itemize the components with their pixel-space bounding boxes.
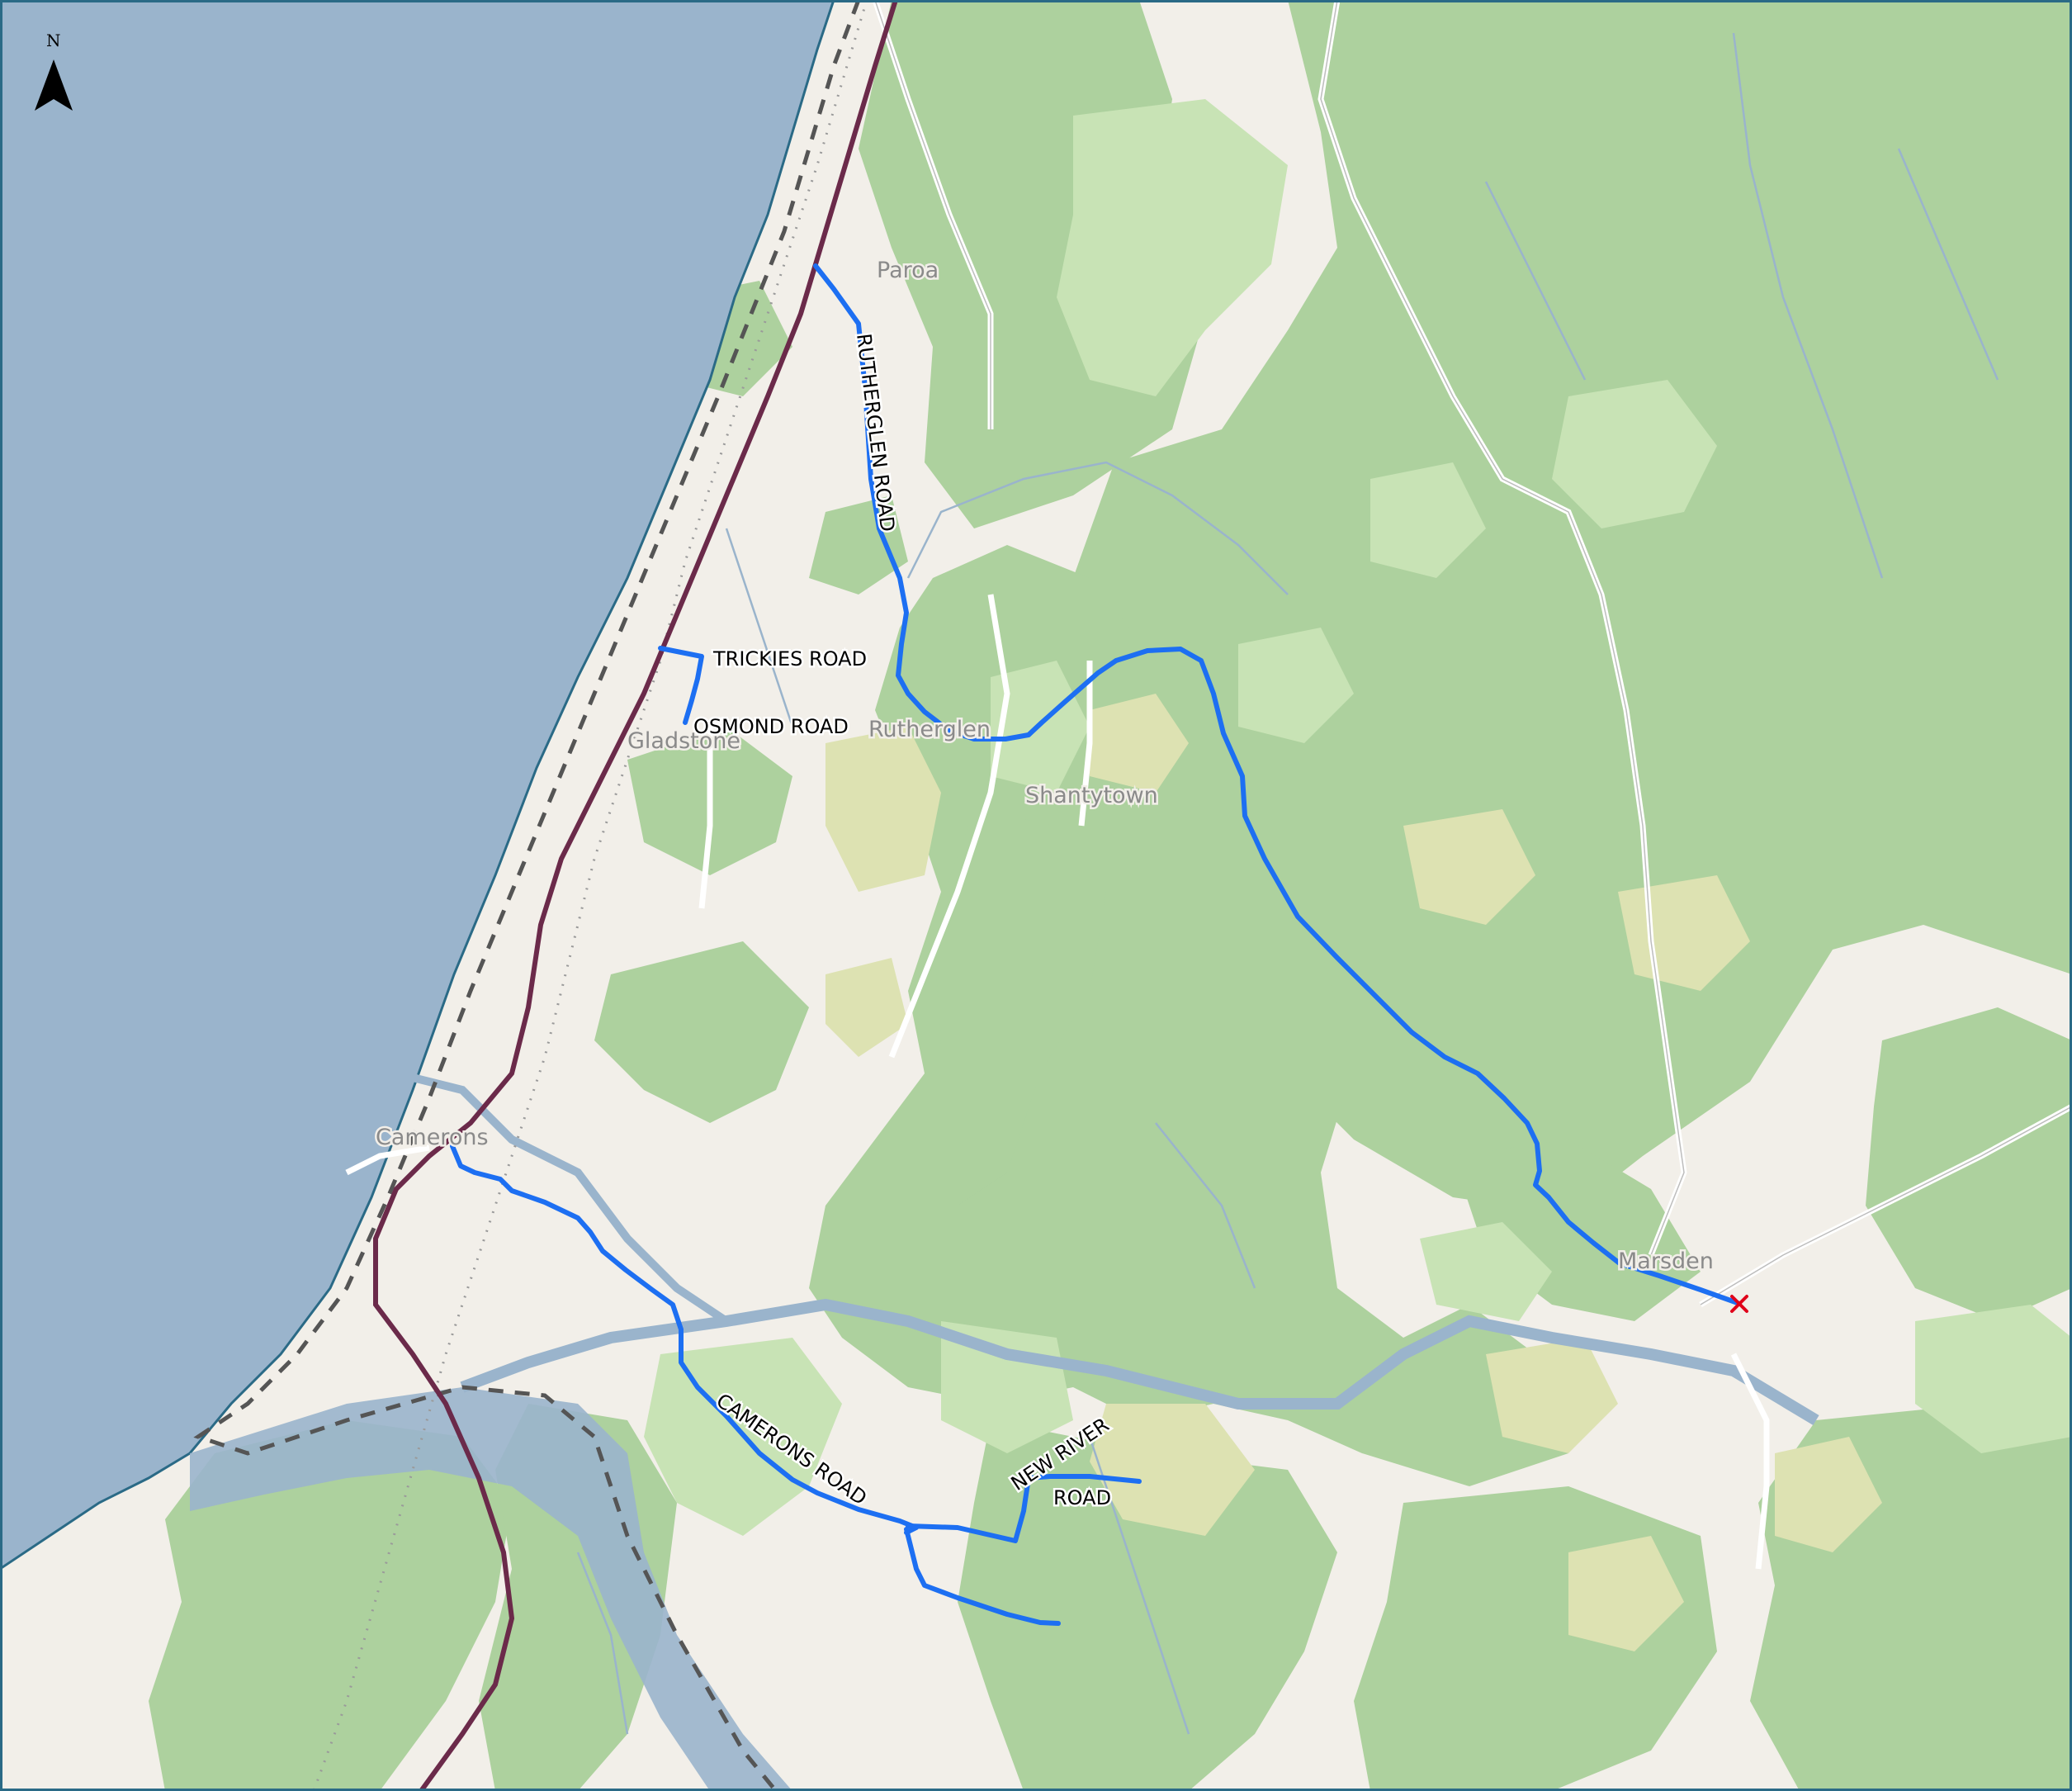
north-arrow-icon bbox=[35, 59, 73, 111]
road-label-new-river-2: ROAD bbox=[1053, 1486, 1111, 1509]
north-arrow: N bbox=[35, 31, 73, 111]
road-label-osmond: OSMOND ROAD bbox=[693, 715, 849, 738]
place-label-rutherglen: Rutherglen bbox=[868, 717, 991, 742]
river-estuary bbox=[190, 1387, 792, 1791]
north-label: N bbox=[46, 31, 61, 50]
place-label-shantytown: Shantytown bbox=[1025, 783, 1158, 808]
river-channel-north bbox=[395, 1069, 729, 1325]
place-label-gladstone: Gladstone bbox=[627, 728, 740, 754]
route-camerons-road-south bbox=[904, 1527, 1061, 1626]
route-camerons-road bbox=[450, 1144, 919, 1535]
scrub-areas bbox=[825, 694, 1882, 1651]
forest-light-areas bbox=[644, 99, 2072, 1536]
highlighted-routes bbox=[450, 263, 1740, 1626]
place-label-camerons: Camerons bbox=[376, 1125, 489, 1150]
route-new-river-road bbox=[906, 1474, 1142, 1543]
river-channel bbox=[460, 1298, 1819, 1426]
road-label-trickies: TRICKIES ROAD bbox=[712, 647, 867, 670]
streams bbox=[576, 32, 1999, 1735]
place-label-paroa: Paroa bbox=[877, 258, 939, 283]
tasman-sea bbox=[0, 0, 835, 1571]
route-rutherglen-road bbox=[813, 263, 1740, 1305]
state-highway bbox=[373, 0, 898, 1791]
minor-roads-outline bbox=[874, 0, 2072, 1305]
route-trickies-road bbox=[658, 646, 704, 725]
destination-marker bbox=[1730, 1295, 1748, 1313]
place-label-marsden: Marsden bbox=[1618, 1248, 1714, 1274]
